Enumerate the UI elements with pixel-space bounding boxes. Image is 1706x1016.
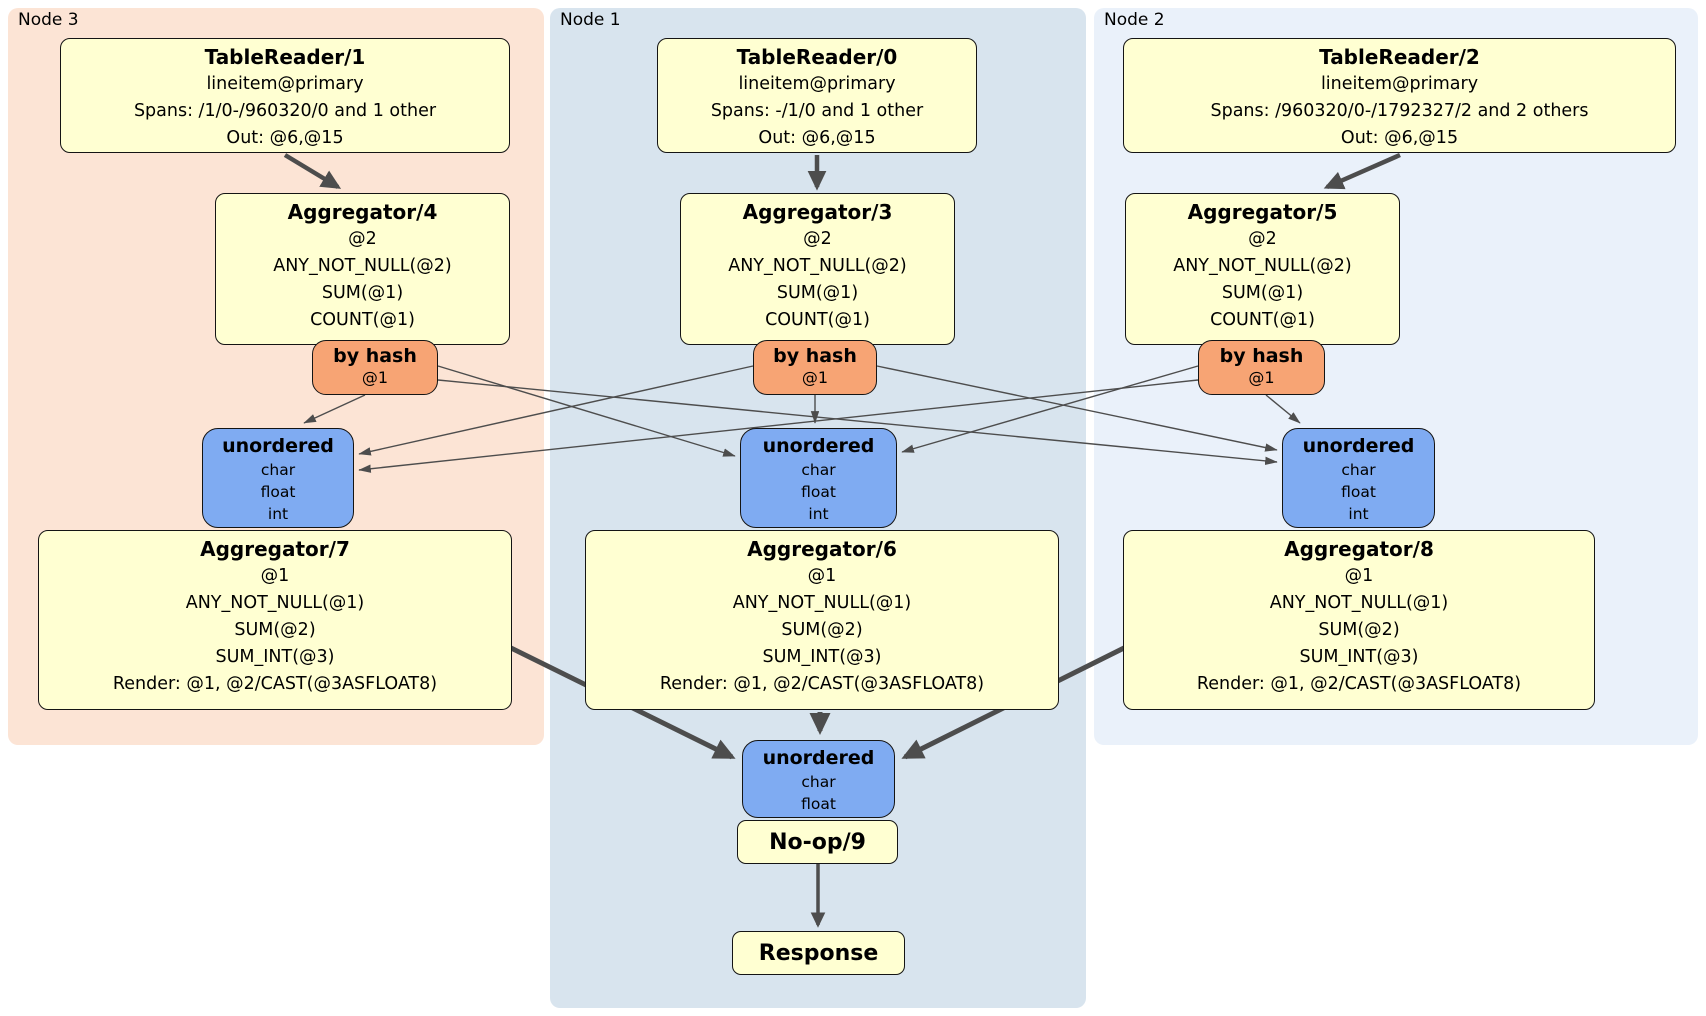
tablereader-2-spans: Spans: /960320/0-/1792327/2 and 2 others (1210, 101, 1589, 121)
aggregator-3-group: @2 (803, 229, 832, 249)
aggregator-6-group: @1 (807, 566, 837, 586)
aggregator-6-fn1: ANY_NOT_NULL(@1) (732, 593, 912, 613)
aggregator-8-group: @1 (1344, 566, 1374, 586)
aggregator-7-title: Aggregator/7 (200, 537, 350, 561)
aggregator-5-fn2: SUM(@1) (1221, 283, 1304, 303)
node2-hash-router-key: @1 (1248, 368, 1275, 387)
aggregator-3-fn2: SUM(@1) (776, 283, 859, 303)
node1-sync-col1: char (801, 461, 836, 479)
aggregator-5-group: @2 (1248, 229, 1277, 249)
node2-hash-router: by hash @1 (1198, 340, 1325, 395)
tablereader-1-box: TableReader/1 lineitem@primary Spans: /1… (60, 38, 510, 153)
aggregator-6-title: Aggregator/6 (747, 537, 897, 561)
aggregator-7-group: @1 (260, 566, 290, 586)
tablereader-1-index: lineitem@primary (206, 74, 364, 94)
aggregator-3-fn3: COUNT(@1) (765, 310, 870, 330)
tablereader-2-title: TableReader/2 (1319, 45, 1480, 69)
aggregator-7-box: Aggregator/7 @1 ANY_NOT_NULL(@1) SUM(@2)… (38, 530, 512, 710)
response-label: Response (758, 940, 879, 966)
final-unordered-sync: unordered char float (742, 740, 895, 818)
aggregator-3-fn1: ANY_NOT_NULL(@2) (728, 256, 907, 276)
node1-hash-router: by hash @1 (753, 340, 877, 395)
node2-label: Node 2 (1104, 10, 1165, 30)
node1-sync-col3: int (808, 505, 829, 523)
tablereader-0-out: Out: @6,@15 (758, 128, 876, 148)
node1-hash-router-key: @1 (801, 368, 829, 387)
node1-label: Node 1 (560, 10, 621, 30)
noop-box: No-op/9 (737, 820, 898, 864)
tablereader-1-out: Out: @6,@15 (226, 128, 344, 148)
node3-hash-router: by hash @1 (312, 340, 438, 395)
aggregator-4-group: @2 (348, 229, 377, 249)
node1-sync-col2: float (801, 483, 836, 501)
aggregator-5-title: Aggregator/5 (1187, 200, 1338, 224)
aggregator-6-box: Aggregator/6 @1 ANY_NOT_NULL(@1) SUM(@2)… (585, 530, 1059, 710)
aggregator-7-render: Render: @1, @2/CAST(@3ASFLOAT8) (112, 674, 438, 694)
node2-sync-col3: int (1348, 505, 1369, 523)
tablereader-2-box: TableReader/2 lineitem@primary Spans: /9… (1123, 38, 1676, 153)
node1-unordered-sync: unordered char float int (740, 428, 897, 528)
node1-unordered-sync-title: unordered (762, 435, 875, 457)
node2-sync-col1: char (1341, 461, 1376, 479)
aggregator-8-fn2: SUM(@2) (1318, 620, 1400, 640)
node1-hash-router-title: by hash (773, 345, 857, 367)
tablereader-1-spans: Spans: /1/0-/960320/0 and 1 other (133, 101, 437, 121)
node2-unordered-sync: unordered char float int (1282, 428, 1435, 528)
node3-hash-router-title: by hash (333, 345, 417, 367)
node3-sync-col1: char (260, 461, 296, 479)
aggregator-5-fn3: COUNT(@1) (1210, 310, 1315, 330)
aggregator-6-fn2: SUM(@2) (781, 620, 863, 640)
aggregator-6-fn3: SUM_INT(@3) (762, 647, 882, 667)
aggregator-4-fn3: COUNT(@1) (310, 310, 415, 330)
final-sync-col2: float (801, 795, 836, 813)
aggregator-8-fn3: SUM_INT(@3) (1299, 647, 1419, 667)
tablereader-1-title: TableReader/1 (204, 45, 366, 69)
node2-hash-router-title: by hash (1219, 345, 1304, 367)
tablereader-0-title: TableReader/0 (736, 45, 898, 69)
aggregator-3-title: Aggregator/3 (742, 200, 893, 224)
aggregator-4-title: Aggregator/4 (287, 200, 438, 224)
aggregator-8-render: Render: @1, @2/CAST(@3ASFLOAT8) (1196, 674, 1522, 694)
aggregator-8-title: Aggregator/8 (1284, 537, 1434, 561)
aggregator-8-box: Aggregator/8 @1 ANY_NOT_NULL(@1) SUM(@2)… (1123, 530, 1595, 710)
aggregator-5-fn1: ANY_NOT_NULL(@2) (1173, 256, 1352, 276)
final-sync-col1: char (801, 773, 836, 791)
aggregator-6-render: Render: @1, @2/CAST(@3ASFLOAT8) (659, 674, 985, 694)
aggregator-4-fn2: SUM(@1) (321, 283, 404, 303)
node3-sync-col2: float (260, 483, 296, 501)
aggregator-4-box: Aggregator/4 @2 ANY_NOT_NULL(@2) SUM(@1)… (215, 193, 510, 345)
tablereader-0-index: lineitem@primary (738, 74, 896, 94)
response-box: Response (732, 931, 905, 975)
aggregator-4-fn1: ANY_NOT_NULL(@2) (273, 256, 452, 276)
tablereader-2-index: lineitem@primary (1320, 74, 1479, 94)
tablereader-0-box: TableReader/0 lineitem@primary Spans: -/… (657, 38, 977, 153)
aggregator-7-fn3: SUM_INT(@3) (215, 647, 335, 667)
aggregator-8-fn1: ANY_NOT_NULL(@1) (1269, 593, 1449, 613)
tablereader-0-spans: Spans: -/1/0 and 1 other (710, 101, 924, 121)
node3-label: Node 3 (18, 10, 79, 30)
aggregator-5-box: Aggregator/5 @2 ANY_NOT_NULL(@2) SUM(@1)… (1125, 193, 1400, 345)
final-unordered-sync-title: unordered (762, 747, 875, 769)
noop-label: No-op/9 (769, 829, 866, 855)
aggregator-7-fn1: ANY_NOT_NULL(@1) (185, 593, 365, 613)
node3-unordered-sync-title: unordered (222, 435, 334, 457)
node2-unordered-sync-title: unordered (1302, 435, 1415, 457)
node3-sync-col3: int (267, 505, 289, 523)
aggregator-3-box: Aggregator/3 @2 ANY_NOT_NULL(@2) SUM(@1)… (680, 193, 955, 345)
node3-unordered-sync: unordered char float int (202, 428, 354, 528)
node3-hash-router-key: @1 (361, 368, 389, 387)
node2-sync-col2: float (1341, 483, 1376, 501)
aggregator-7-fn2: SUM(@2) (234, 620, 316, 640)
tablereader-2-out: Out: @6,@15 (1340, 128, 1459, 148)
